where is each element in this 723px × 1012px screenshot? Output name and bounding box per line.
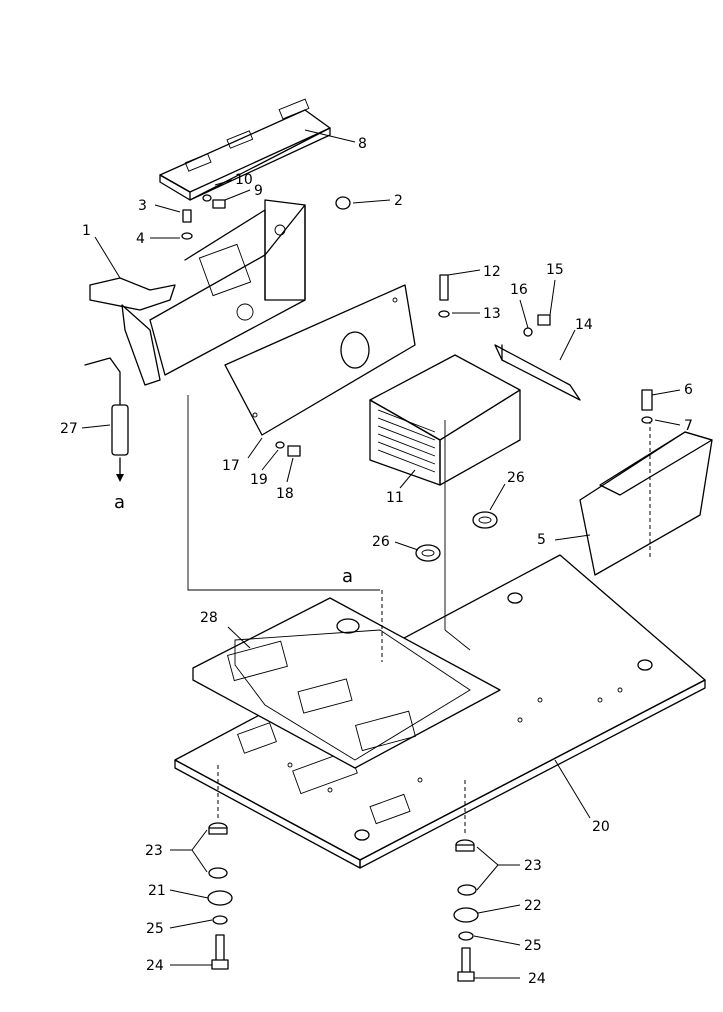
label-17: 17 — [222, 458, 240, 474]
label-18: 18 — [276, 486, 294, 502]
label-26-left: 26 — [372, 534, 390, 550]
label-25-right: 25 — [524, 938, 542, 954]
floor-mat — [192, 590, 501, 769]
label-6: 6 — [684, 382, 693, 398]
label-19: 19 — [250, 472, 268, 488]
side-panel — [224, 284, 416, 436]
label-13: 13 — [483, 306, 501, 322]
label-24-left: 24 — [146, 958, 164, 974]
battery-box — [369, 354, 521, 486]
label-7: 7 — [684, 418, 693, 434]
side-cover — [579, 420, 713, 576]
label-23-right: 23 — [524, 858, 542, 874]
small-hardware — [181, 194, 653, 457]
label-22: 22 — [524, 898, 542, 914]
label-11: 11 — [386, 490, 404, 506]
mount-right — [453, 780, 479, 982]
label-28: 28 — [200, 610, 218, 626]
leader-lines — [81, 129, 681, 979]
label-16: 16 — [510, 282, 528, 298]
label-4: 4 — [136, 231, 145, 247]
callout-labels: 1 2 3 4 5 6 7 8 9 10 11 12 13 14 15 16 1… — [60, 136, 693, 987]
bracket-plate — [494, 344, 581, 401]
label-24-right: 24 — [528, 971, 546, 987]
label-8: 8 — [358, 136, 367, 152]
mount-left — [207, 765, 233, 970]
label-25-left: 25 — [146, 921, 164, 937]
console-frame — [89, 98, 331, 386]
label-1: 1 — [82, 223, 91, 239]
label-20: 20 — [592, 819, 610, 835]
label-27: 27 — [60, 421, 78, 437]
ref-a-mat: a — [342, 566, 353, 587]
grommets — [415, 511, 498, 562]
label-21: 21 — [148, 883, 166, 899]
label-14: 14 — [575, 317, 593, 333]
lever-27 — [84, 357, 129, 482]
ref-a-lever: a — [114, 492, 125, 513]
label-15: 15 — [546, 262, 564, 278]
label-23-left: 23 — [145, 843, 163, 859]
label-9: 9 — [254, 183, 263, 199]
label-3: 3 — [138, 198, 147, 214]
label-2: 2 — [394, 193, 403, 209]
label-10: 10 — [235, 172, 253, 188]
label-12: 12 — [483, 264, 501, 280]
label-26-right: 26 — [507, 470, 525, 486]
label-5: 5 — [537, 532, 546, 548]
